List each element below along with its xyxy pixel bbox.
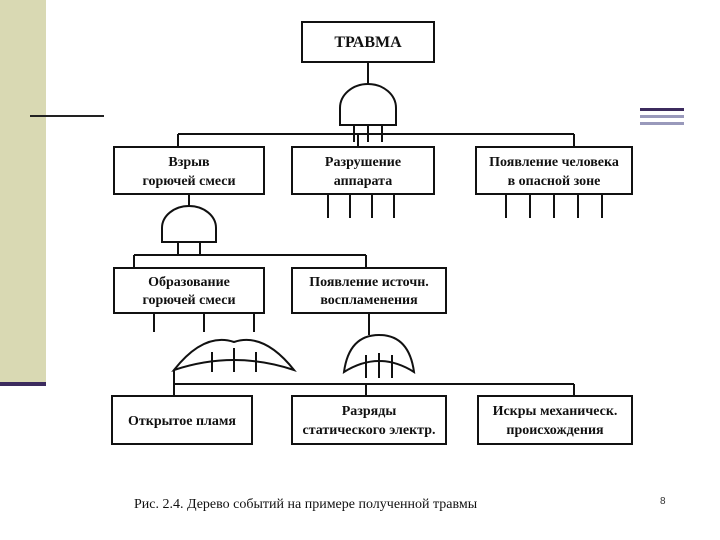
mixture-label-line1: Образование (148, 275, 230, 290)
apparatus-label-line2: аппарата (334, 174, 392, 189)
event-box-person (475, 146, 633, 195)
event-box-mixture (113, 267, 265, 314)
page-number: 8 (660, 496, 666, 507)
top-event-box (301, 21, 435, 63)
person-label-line2: в опасной зоне (508, 174, 601, 189)
event-box-apparatus (291, 146, 435, 195)
static-label-line1: Разряды (342, 404, 397, 419)
fault-tree-diagram: ТРАВМА Взрыв горючей смеси Разрушение ап… (111, 21, 633, 512)
and-gate-explosion (161, 205, 217, 243)
slide-decoration-bars (640, 108, 684, 128)
fault-tree-figure: ТРАВМА Взрыв горючей смеси Разрушение ап… (104, 10, 640, 522)
mixture-label-line2: горючей смеси (142, 293, 235, 308)
ignition-label-line1: Появление источн. (309, 275, 429, 290)
and-gate-top (339, 83, 397, 126)
person-label-line1: Появление человека (489, 155, 619, 170)
top-event-label: ТРАВМА (334, 34, 402, 51)
figure-caption: Рис. 2.4. Дерево событий на примере полу… (134, 497, 478, 512)
apparatus-label-line1: Разрушение (325, 155, 401, 170)
event-box-static (291, 395, 447, 445)
ignition-label-line2: воспламенения (320, 293, 418, 308)
static-label-line2: статического электр. (303, 423, 436, 438)
open-flame-label: Открытое пламя (128, 414, 236, 429)
sparks-label-line1: Искры механическ. (493, 404, 618, 419)
slide-sidebar-decoration (0, 0, 46, 384)
explosion-label-line1: Взрыв (168, 155, 210, 170)
event-box-sparks (477, 395, 633, 445)
slide-horizontal-rule (30, 115, 105, 117)
event-box-ignition (291, 267, 447, 314)
explosion-label-line2: горючей смеси (142, 174, 235, 189)
slide-sidebar-edge (0, 382, 46, 386)
event-box-open-flame (111, 395, 253, 445)
sparks-label-line2: происхождения (506, 423, 604, 438)
